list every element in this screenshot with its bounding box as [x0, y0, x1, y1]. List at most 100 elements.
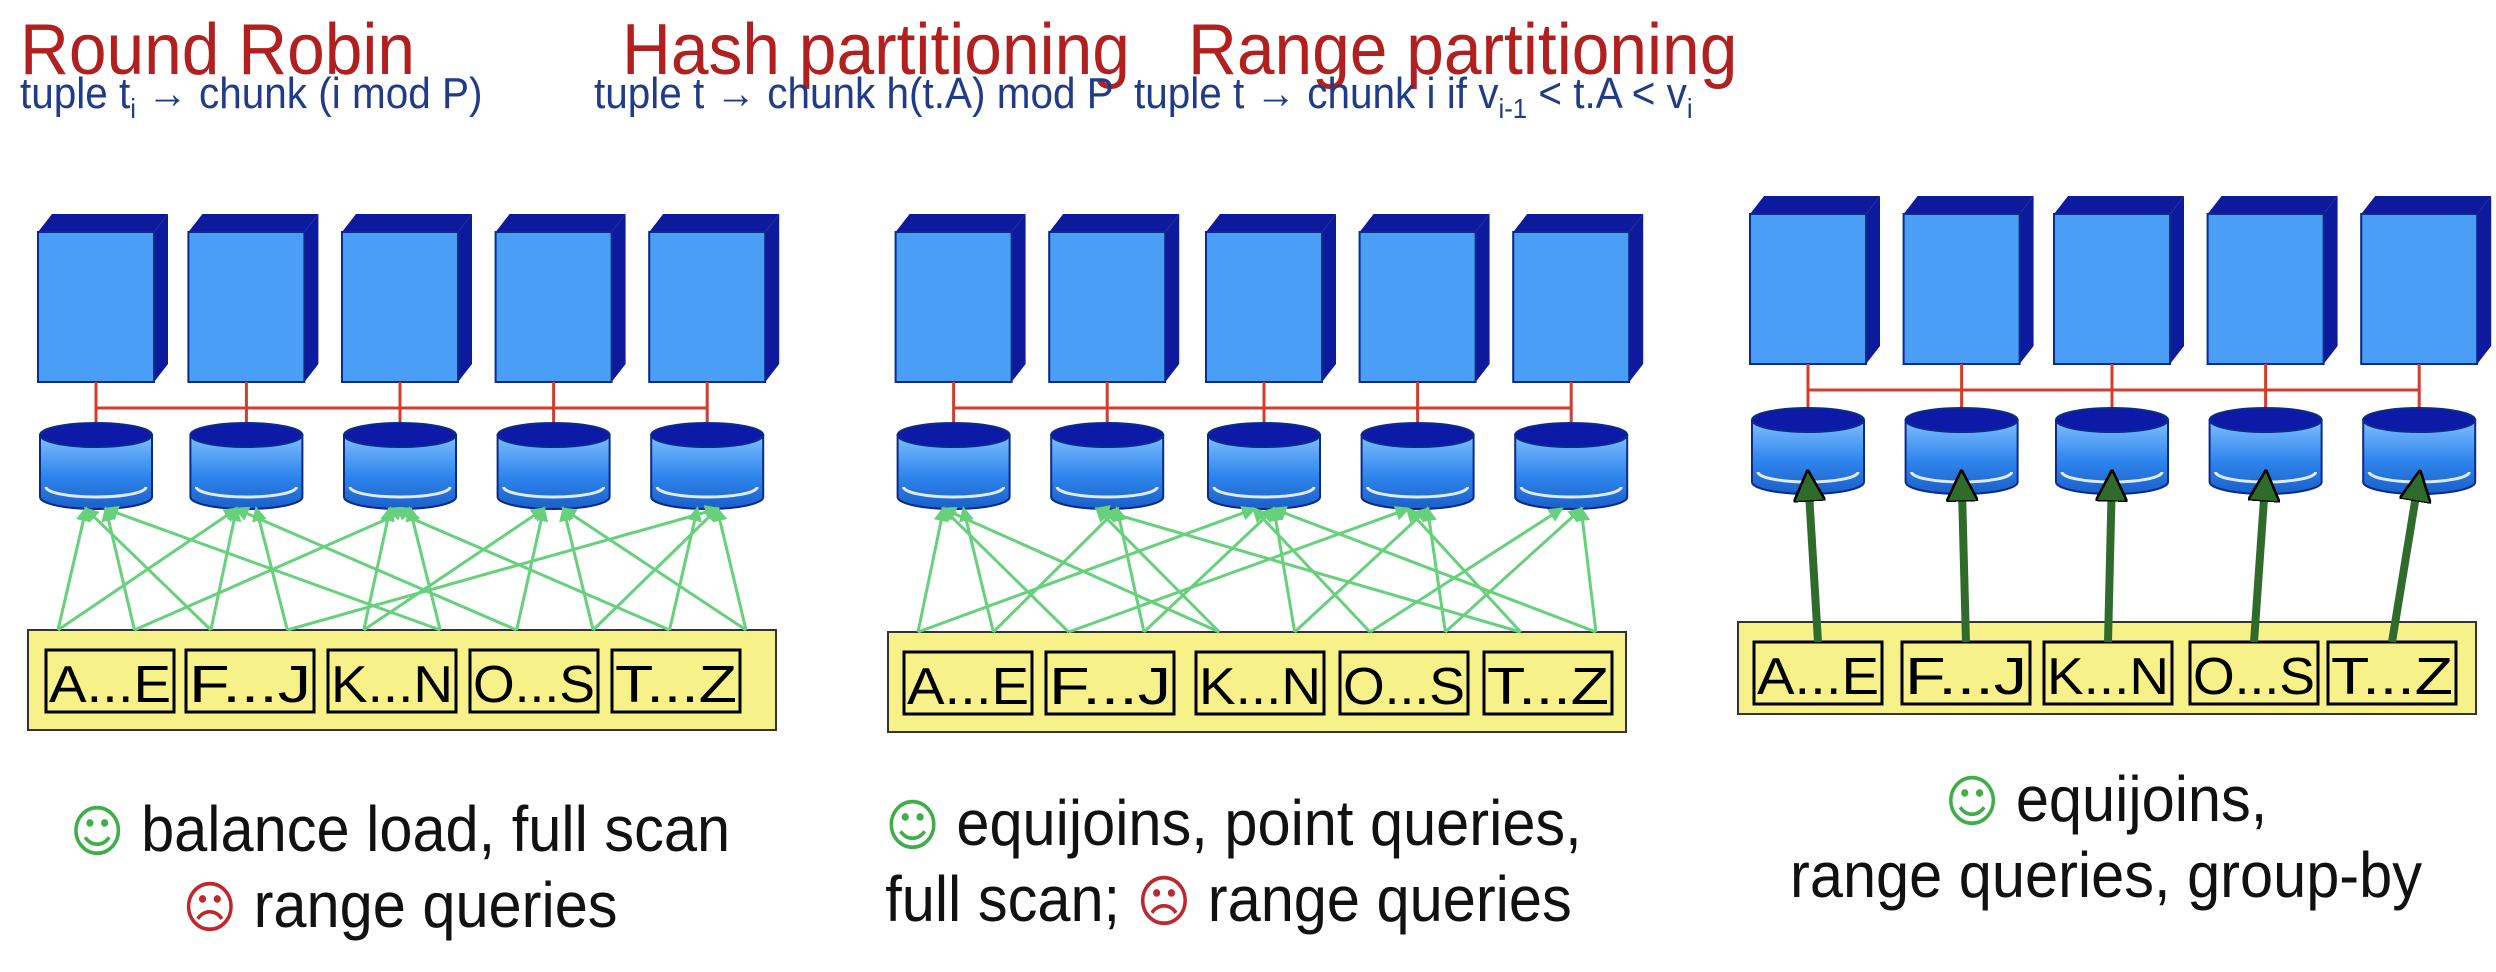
chunk-box	[2326, 640, 2458, 706]
chunk-label: K...N	[2047, 648, 2169, 706]
chunk-label: F...J	[1049, 658, 1171, 716]
chunk-box	[44, 648, 176, 714]
partition-arrow	[916, 506, 949, 633]
chunk-label: T...Z	[1487, 658, 1609, 716]
server-icon	[37, 214, 168, 383]
disk-icon	[343, 422, 457, 510]
chunk-box	[2042, 640, 2174, 706]
chunk-label: F...J	[189, 656, 311, 714]
chunk-box	[1338, 650, 1470, 716]
server-icon	[187, 214, 319, 383]
server-icon	[341, 214, 472, 383]
partition-arrow	[83, 506, 212, 632]
partition-arrow	[1112, 506, 1146, 633]
chunk-box	[1194, 650, 1326, 716]
chunk-box	[610, 648, 742, 714]
partition-arrow	[286, 505, 721, 632]
partition-arrow	[992, 506, 1120, 634]
partition-arrow	[209, 506, 242, 631]
chunk-box	[2188, 640, 2320, 706]
partition-arrow	[959, 506, 995, 633]
partition-arrow	[1962, 476, 1966, 643]
chunk-label: K...N	[1199, 658, 1321, 716]
panel-title-range: Range partitioning	[1188, 10, 1738, 90]
chunk-label: K...N	[331, 656, 453, 714]
disk-icon	[1207, 422, 1321, 510]
disk-icon	[2055, 407, 2169, 495]
partition-arrow	[387, 506, 671, 632]
disk-icon	[1360, 422, 1475, 510]
disk-icon	[896, 422, 1011, 510]
server-icon	[894, 214, 1026, 383]
chunk-box	[326, 648, 458, 714]
rule-hash: tuple t → chunk h(t.A) mod P	[594, 69, 1114, 118]
server-icon	[1358, 214, 1490, 383]
server-icon	[1048, 214, 1180, 383]
server-icon	[1902, 196, 2034, 365]
disk-icon	[650, 422, 765, 510]
chunk-box	[468, 648, 600, 714]
partition-arrow	[2388, 476, 2419, 643]
chunk-label: O...S	[1343, 658, 1465, 716]
partition-arrow	[2108, 476, 2112, 643]
disk-icon	[39, 422, 153, 510]
server-icon	[1749, 196, 1880, 365]
partition-arrow	[941, 506, 1070, 634]
summary-hash: ☺ equijoins, point queries, full scan; ☹…	[885, 787, 1582, 935]
partition-arrow	[2254, 476, 2266, 643]
panel-title-round-robin: Round Robin	[20, 10, 416, 90]
chunk-label: O...S	[473, 656, 595, 714]
chunk-box	[184, 648, 316, 714]
server-icon	[648, 214, 780, 383]
partition-arrow	[1271, 506, 1597, 634]
chunk-label: A...E	[907, 658, 1029, 716]
partition-arrow	[103, 506, 441, 632]
smiley-face-icon: ☺	[885, 794, 940, 859]
partition-arrow	[1808, 476, 1818, 643]
disk-icon	[1050, 422, 1165, 510]
chunk-box	[1900, 640, 2032, 706]
chunk-label: O...S	[2193, 648, 2315, 706]
chunk-label: A...E	[1757, 648, 1879, 706]
server-icon	[2360, 196, 2492, 365]
partition-arrow	[1293, 506, 1430, 634]
disk-icon	[1751, 407, 1865, 495]
summary-range: ☺ equijoins, range queries, group-by	[1790, 763, 2422, 911]
disk-icon	[1514, 422, 1629, 510]
partition-arrow	[1095, 506, 1221, 634]
partition-arrow	[668, 506, 702, 631]
panel-range: A...E F...J K...N O...S T...Z	[1737, 196, 2492, 715]
smiley-face-icon: ☺	[1944, 770, 2000, 835]
chunk-label: F...J	[1905, 648, 2027, 706]
partition-arrow	[56, 506, 91, 631]
server-icon	[2206, 196, 2338, 365]
partition-arrow	[1575, 506, 1598, 633]
partition-arrow	[559, 506, 595, 631]
frown-face-icon: ☹	[182, 875, 238, 941]
disk-icon	[496, 422, 611, 510]
server-icon	[494, 214, 626, 383]
partition-arrow	[362, 507, 547, 632]
partition-arrow	[1268, 506, 1297, 633]
partition-arrow	[233, 506, 518, 632]
frown-face-icon: ☹	[1136, 869, 1192, 935]
chunk-label: T...Z	[2331, 648, 2453, 706]
chunk-box	[1482, 650, 1614, 716]
partition-arrow	[1142, 506, 1277, 634]
partition-arrow	[712, 506, 748, 631]
partition-arrow	[1068, 506, 1411, 634]
disk-icon	[2208, 407, 2323, 495]
disk-icon	[1904, 407, 2019, 495]
server-icon	[2053, 196, 2184, 365]
disk-icon	[189, 422, 304, 510]
summary-round-robin: ☺ balance load, full scan ☹ range querie…	[69, 793, 731, 941]
chunk-box	[902, 650, 1034, 716]
server-icon	[1512, 214, 1644, 383]
partition-arrow	[101, 506, 136, 631]
panel-title-hash: Hash partitioning	[622, 10, 1130, 90]
partition-arrow	[592, 506, 720, 632]
chunk-label: A...E	[49, 656, 171, 714]
partition-arrow	[1444, 506, 1584, 634]
